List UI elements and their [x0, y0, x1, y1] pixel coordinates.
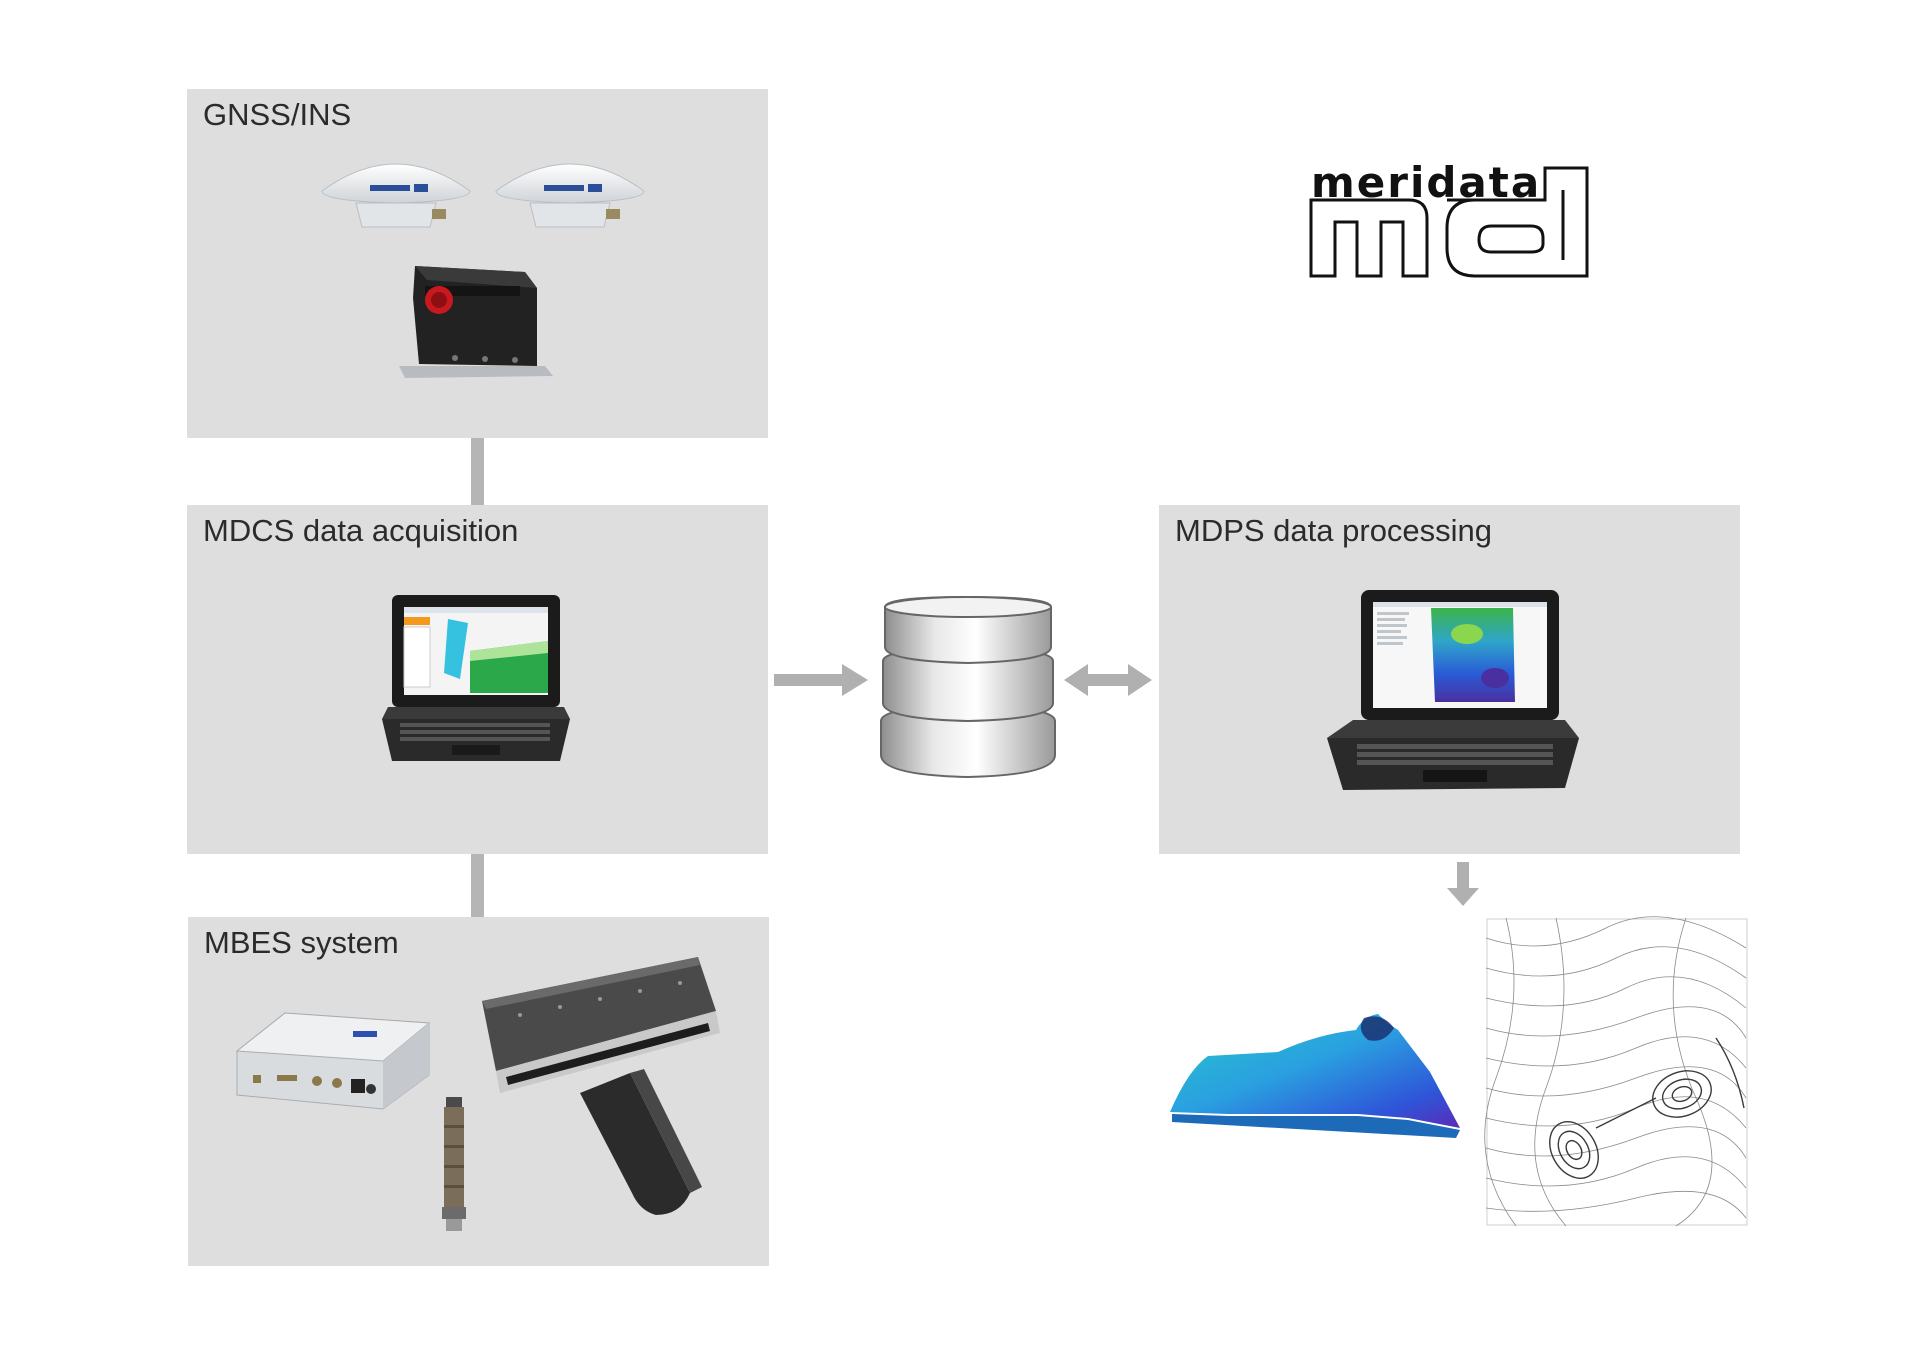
- gnss-antenna-icon: [321, 163, 471, 228]
- connector-gnss-mdcs: [471, 438, 484, 505]
- contour-map-icon: [1484, 916, 1748, 1227]
- sound-velocity-probe-icon: [442, 1097, 466, 1231]
- ins-unit-icon: [399, 266, 553, 378]
- panel-title-mdcs: MDCS data acquisition: [203, 513, 519, 548]
- arrow-down-icon: [1447, 862, 1479, 906]
- mdcs-panel: MDCS data acquisition: [187, 505, 768, 854]
- bathymetry-3d-model-icon: [1170, 1014, 1460, 1138]
- logo-mark-icon: [1309, 166, 1589, 278]
- database-icon: [880, 595, 1056, 779]
- panel-title-mbes: MBES system: [204, 925, 399, 960]
- panel-title-gnss-ins: GNSS/INS: [203, 97, 352, 132]
- laptop-icon: [382, 595, 570, 761]
- double-arrow-icon: [1064, 664, 1152, 696]
- mbes-transducer-icon: [482, 957, 720, 1215]
- laptop-icon: [1327, 590, 1579, 790]
- panel-title-mdps: MDPS data processing: [1175, 513, 1493, 548]
- gnss-ins-panel: GNSS/INS: [187, 89, 768, 438]
- arrow-right-icon: [774, 664, 868, 696]
- gnss-antenna-icon: [495, 163, 645, 228]
- mbes-processor-icon: [235, 1012, 431, 1110]
- connector-mdcs-mbes: [471, 854, 484, 917]
